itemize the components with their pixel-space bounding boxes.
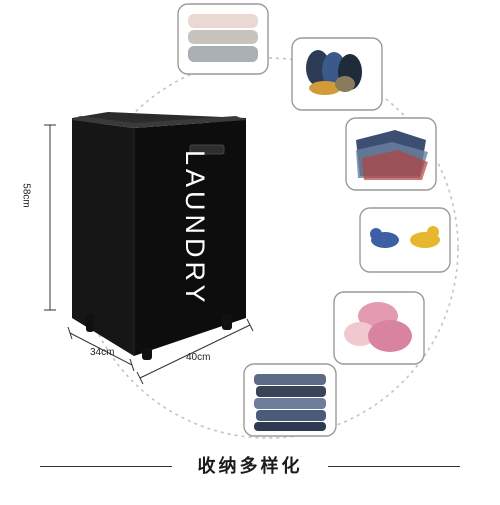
caption-rule-left (40, 466, 172, 467)
hamper-brand-label: LAUNDRY (180, 150, 210, 307)
hamper-side-panel (72, 120, 134, 356)
use-card-toys (359, 207, 451, 273)
height-dimension (44, 124, 56, 311)
caption: 收纳多样化 (197, 456, 303, 477)
depth-label: 34cm (90, 347, 115, 358)
depth-dimension (67, 326, 135, 372)
use-card-towels (177, 3, 269, 75)
use-card-shirts (345, 117, 437, 191)
use-card-jeans (243, 363, 337, 437)
width-dimension (136, 318, 254, 385)
height-label: 58cm (20, 183, 32, 208)
caption-rule-right (328, 466, 460, 467)
hamper-wheels (86, 314, 232, 360)
hamper-front-panel (134, 120, 246, 356)
laundry-hamper (72, 112, 246, 360)
hamper-handle (189, 144, 225, 155)
use-card-socks (291, 37, 383, 111)
use-card-clothes (333, 291, 425, 365)
width-label: 40cm (186, 352, 211, 363)
